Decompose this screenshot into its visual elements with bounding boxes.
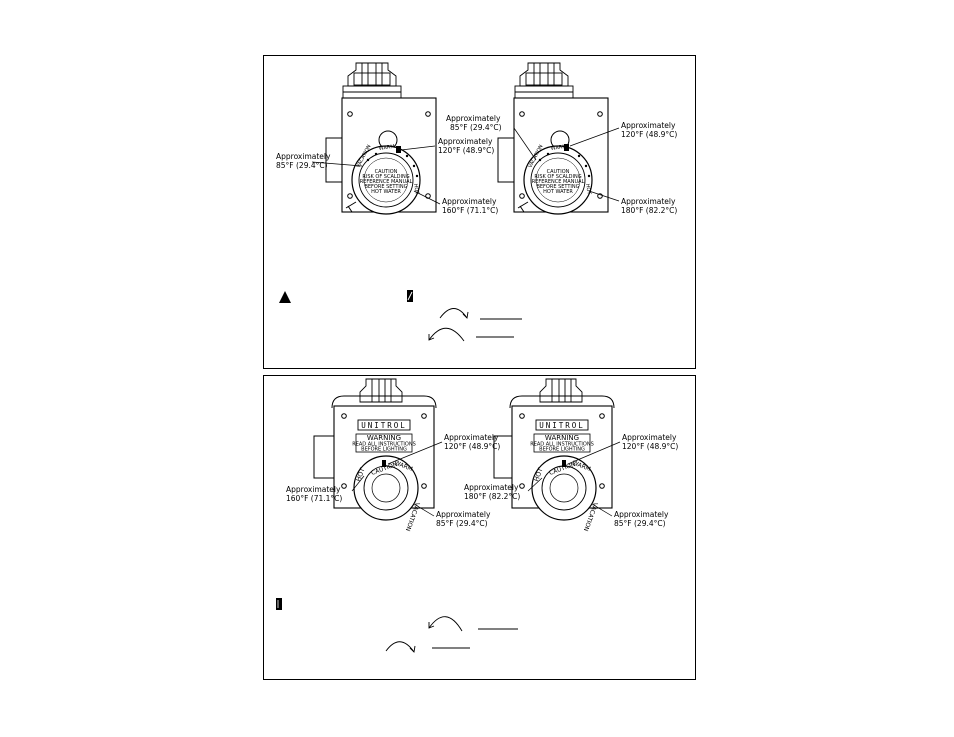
dial-caution-line-4: BEFORE SETTING <box>364 184 407 190</box>
temperature-dial[interactable]: HOT WARM VACATION CAUTION <box>353 455 421 532</box>
label-160f-approx: Approximately <box>286 485 341 494</box>
gas-valve-left-bottom: UNITROL WARNING READ ALL INSTRUCTIONS BE… <box>313 378 437 532</box>
label-85f-approx: Approximately <box>446 114 501 123</box>
label-180f-value: 180°F (82.2°C) <box>464 492 520 501</box>
warning-title: WARNING <box>545 434 579 442</box>
gas-valve-left-top: CAUTION RISK OF SCALDING REFERENCE MANUA… <box>325 62 437 215</box>
dial-caution-line-2: RISK OF SCALDING <box>362 174 409 180</box>
dial-caution-line-5: HOT WATER <box>543 189 573 195</box>
label-120f-approx: Approximately <box>444 433 499 442</box>
label-180f-approx: Approximately <box>621 197 676 206</box>
dial-caution-line-4: BEFORE SETTING <box>536 184 579 190</box>
valve-inlet <box>497 137 515 183</box>
warning-line-1: READ ALL INSTRUCTIONS <box>352 442 416 448</box>
counterclockwise-arrow-icon <box>428 327 465 342</box>
dial-caution-line-1: CAUTION <box>375 169 398 175</box>
gas-valve-right-top: CAUTION RISK OF SCALDING REFERENCE MANUA… <box>497 62 609 215</box>
dial-caution-line-1: CAUTION <box>547 169 570 175</box>
leaders-left-top <box>311 145 441 205</box>
label-85f-value: 85°F (29.4°C) <box>276 161 328 170</box>
label-85f-approx: Approximately <box>276 152 331 161</box>
dial-pointer-marker <box>396 146 401 153</box>
temperature-dial[interactable]: CAUTION RISK OF SCALDING REFERENCE MANUA… <box>523 144 593 215</box>
top-figure-panel: CAUTION RISK OF SCALDING REFERENCE MANUA… <box>263 55 696 369</box>
top-figure-drawing: CAUTION RISK OF SCALDING REFERENCE MANUA… <box>276 62 677 342</box>
bottom-figure-drawing: UNITROL WARNING READ ALL INSTRUCTIONS BE… <box>276 378 678 653</box>
dial-pointer-marker <box>382 460 386 467</box>
bottom-figure-panel: UNITROL WARNING READ ALL INSTRUCTIONS BE… <box>263 375 696 680</box>
label-160f-approx: Approximately <box>442 197 497 206</box>
dial-pointer-marker <box>562 460 566 467</box>
label-160f-value: 160°F (71.1°C) <box>442 206 498 215</box>
label-180f-approx: Approximately <box>464 483 519 492</box>
pilot-connector <box>539 378 583 403</box>
label-85f-approx: Approximately <box>614 510 669 519</box>
leaders-right-top <box>513 127 620 202</box>
counterclockwise-arrow-icon <box>428 616 463 632</box>
temperature-dial[interactable]: HOT WARM VACATION CAUTION <box>531 455 599 532</box>
label-120f-value: 120°F (48.9°C) <box>621 130 677 139</box>
dial-mark-hot: HOT <box>412 183 420 196</box>
warning-line-1: READ ALL INSTRUCTIONS <box>530 442 594 448</box>
label-85f-approx: Approximately <box>436 510 491 519</box>
pilot-connector <box>342 62 402 99</box>
warning-title: WARNING <box>367 434 401 442</box>
temperature-dial[interactable]: CAUTION RISK OF SCALDING REFERENCE MANUA… <box>351 144 421 215</box>
label-120f-value: 120°F (48.9°C) <box>622 442 678 451</box>
valve-inlet <box>325 137 343 183</box>
label-85f-value: 85°F (29.4°C) <box>436 519 488 528</box>
valve-inlet <box>313 435 335 479</box>
dial-mark-hot: HOT <box>584 183 592 196</box>
valve-symbol-icon <box>276 598 282 610</box>
valve-symbol-icon <box>407 290 413 302</box>
dial-pointer-marker <box>564 144 569 151</box>
dial-caution-line-3: REFERENCE MANUAL <box>532 179 585 185</box>
clockwise-arrow-icon <box>385 641 416 653</box>
label-85f-value: 85°F (29.4°C) <box>450 123 502 132</box>
dial-caution-line-3: REFERENCE MANUAL <box>360 179 413 185</box>
dial-mark-warm: WARM <box>378 144 395 152</box>
warning-triangle-icon <box>279 291 291 303</box>
label-120f-approx: Approximately <box>438 137 493 146</box>
pilot-connector <box>359 378 403 403</box>
pilot-connector <box>514 62 574 99</box>
warning-plate: WARNING READ ALL INSTRUCTIONS BEFORE LIG… <box>530 433 594 453</box>
valve-inlet <box>493 435 513 479</box>
label-160f-value: 160°F (71.1°C) <box>286 494 342 503</box>
warning-line-2: BEFORE LIGHTING <box>361 447 407 453</box>
label-85f-value: 85°F (29.4°C) <box>614 519 666 528</box>
warning-plate: WARNING READ ALL INSTRUCTIONS BEFORE LIG… <box>352 433 416 453</box>
dial-caution-line-2: RISK OF SCALDING <box>534 174 581 180</box>
warning-line-2: BEFORE LIGHTING <box>539 447 585 453</box>
label-120f-value: 120°F (48.9°C) <box>438 146 494 155</box>
leaders-left-bottom <box>351 441 443 517</box>
label-180f-value: 180°F (82.2°C) <box>621 206 677 215</box>
label-120f-approx: Approximately <box>622 433 677 442</box>
gas-valve-right-bottom: UNITROL WARNING READ ALL INSTRUCTIONS BE… <box>493 378 615 532</box>
dial-caution-line-5: HOT WATER <box>371 189 401 195</box>
clockwise-arrow-icon <box>439 308 469 319</box>
label-120f-approx: Approximately <box>621 121 676 130</box>
label-120f-value: 120°F (48.9°C) <box>444 442 500 451</box>
dial-mark-warm: WARM <box>550 144 567 152</box>
brand-nameplate: UNITROL <box>361 421 407 430</box>
brand-nameplate: UNITROL <box>539 421 585 430</box>
leaders-right-bottom <box>527 441 621 517</box>
